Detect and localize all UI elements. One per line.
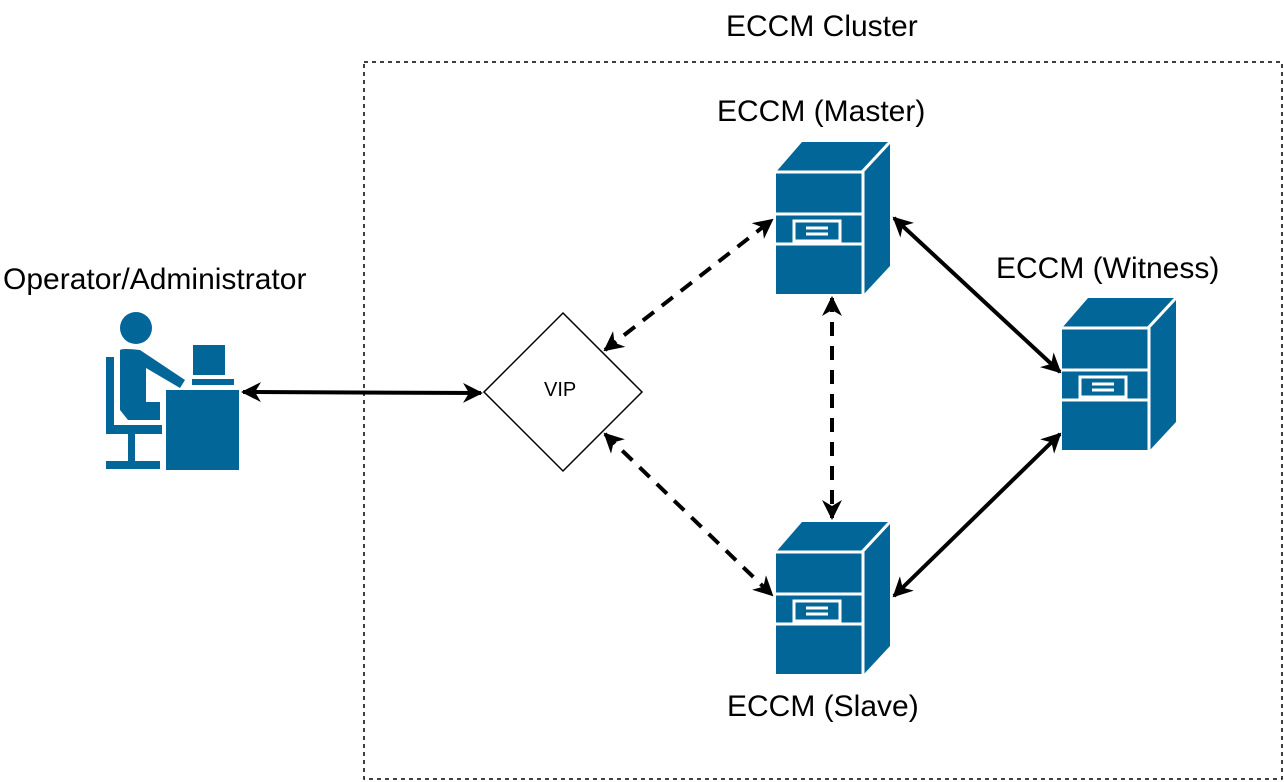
master-label: ECCM (Master) [717, 95, 926, 128]
edge-operator-vip [241, 382, 483, 403]
slave-label: ECCM (Slave) [727, 690, 919, 723]
operator-label: Operator/Administrator [3, 263, 307, 296]
vip-label: VIP [544, 379, 577, 401]
edge-master-witness [892, 216, 1062, 374]
edge-vip-master [603, 218, 774, 352]
edge-slave-witness [892, 432, 1062, 598]
edge-vip-slave [603, 432, 774, 597]
slave-server-icon [774, 520, 892, 676]
vip-node [482, 311, 644, 473]
witness-server-icon [1060, 296, 1178, 452]
witness-label: ECCM (Witness) [996, 252, 1220, 285]
cluster-label: ECCM Cluster [726, 10, 918, 43]
cluster-boundary [363, 61, 1283, 780]
master-server-icon [774, 140, 892, 296]
operator-icon [106, 312, 239, 470]
